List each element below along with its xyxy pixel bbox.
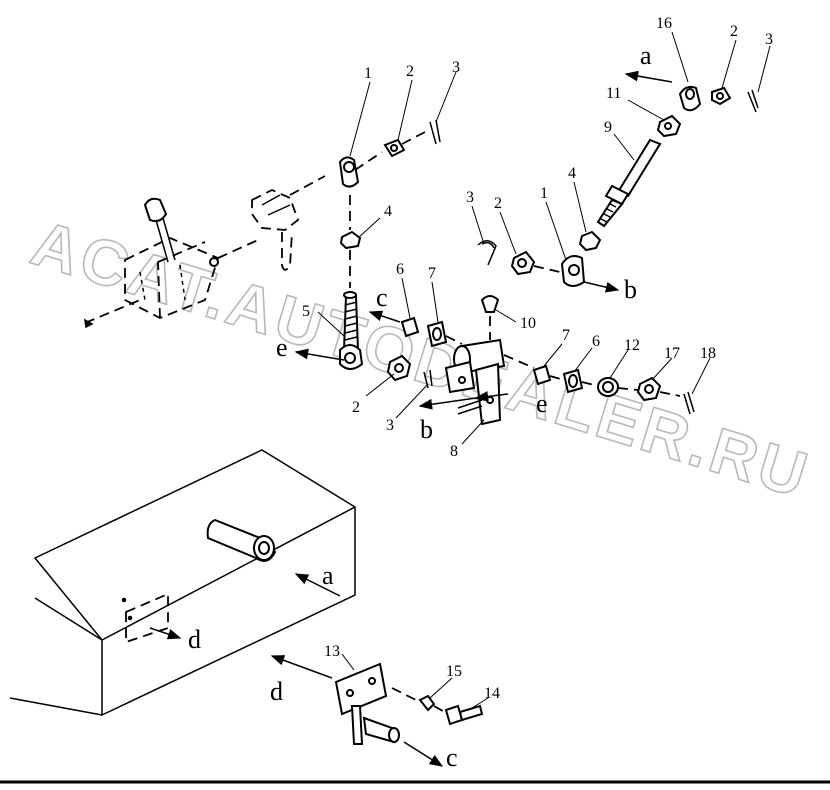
- part-label: 3: [466, 189, 474, 206]
- connection-label: d: [270, 677, 283, 706]
- part-label: 3: [386, 417, 394, 434]
- linkage-bracket: [251, 175, 326, 271]
- part-label: 13: [324, 643, 340, 660]
- grease-nipple-10: [480, 295, 500, 340]
- part-label: 6: [396, 261, 404, 278]
- rod-5: [339, 291, 364, 370]
- part-label: 15: [446, 663, 462, 680]
- part-label: 7: [562, 327, 570, 344]
- part-label: 16: [656, 15, 672, 32]
- bracket-13: [334, 662, 484, 745]
- part-label: 2: [494, 195, 502, 212]
- part-label: 11: [606, 85, 621, 102]
- part-label: 17: [664, 345, 680, 362]
- connection-label: b: [420, 415, 433, 444]
- part-label: 10: [520, 315, 536, 332]
- part-label: 9: [604, 119, 612, 136]
- part-label: 2: [730, 23, 738, 40]
- part-label: 14: [484, 685, 500, 702]
- part-label: 18: [700, 345, 716, 362]
- part-label: 1: [364, 65, 372, 82]
- connection-label: d: [188, 625, 201, 654]
- control-lever: [84, 197, 259, 329]
- rod-end-middle: [477, 230, 602, 287]
- part-label: 4: [384, 203, 392, 220]
- part-label: 1: [540, 185, 548, 202]
- bushings-left: [400, 316, 463, 348]
- rod-end-upper: [338, 119, 441, 288]
- leader-lines: [317, 31, 771, 709]
- part-label: 3: [452, 59, 460, 76]
- part-labels: 16 2 3 11 9 1 2 3 4 3 2 1 4 6 7 5 10 7 6…: [302, 15, 773, 702]
- part-label: 3: [765, 31, 773, 48]
- flow-arrows: [149, 70, 673, 767]
- connection-label: a: [322, 561, 334, 590]
- connection-label: e: [536, 389, 548, 418]
- connection-label: b: [624, 275, 637, 304]
- connection-label: c: [376, 283, 388, 312]
- rod-end-top-right: [656, 85, 759, 138]
- part-label: 7: [428, 265, 436, 282]
- bushings-right: [532, 364, 695, 415]
- part-label: 12: [624, 337, 640, 354]
- part-label: 4: [568, 165, 576, 182]
- part-label: 2: [352, 399, 360, 416]
- part-label: 8: [450, 443, 458, 460]
- part-label: 5: [302, 303, 310, 320]
- part-label: 6: [592, 333, 600, 350]
- connection-label: a: [640, 41, 652, 70]
- connection-label: e: [276, 333, 288, 362]
- rod-9: [596, 138, 662, 228]
- tank-body: [9, 449, 356, 717]
- connection-label: c: [446, 743, 458, 772]
- connection-labels: a b c e e b a d d c: [188, 41, 652, 772]
- part-label: 2: [406, 63, 414, 80]
